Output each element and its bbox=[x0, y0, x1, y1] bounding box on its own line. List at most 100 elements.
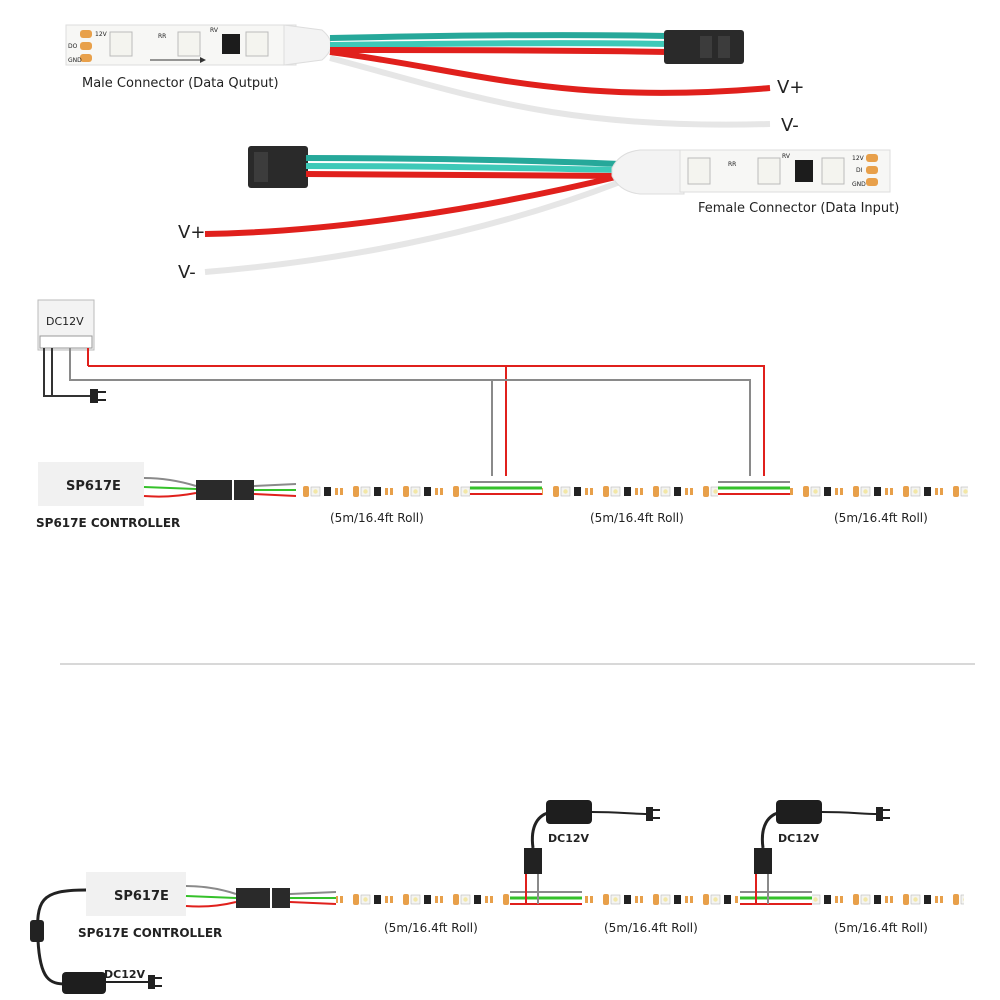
female-connector-assembly: 12V DI GND RR RV Female Connector (Data … bbox=[178, 146, 899, 283]
adapter-label: DC12V bbox=[778, 832, 820, 845]
controller-box-label: SP617E bbox=[66, 479, 121, 494]
roll-label: (5m/16.4ft Roll) bbox=[604, 921, 698, 935]
wire-red-out bbox=[289, 901, 337, 905]
led-strip-run bbox=[296, 476, 968, 500]
controller-caption: SP617E CONTROLLER bbox=[36, 516, 180, 530]
led-strip-run bbox=[336, 886, 964, 910]
led-chip bbox=[687, 157, 711, 185]
dc-jack bbox=[754, 848, 772, 874]
solder-pad bbox=[866, 166, 878, 174]
diagram-distributed-power: SP617E SP617E CONTROLLER DC12V bbox=[30, 800, 964, 994]
solder-pad bbox=[80, 54, 92, 62]
plug-icon bbox=[90, 389, 98, 403]
ac-cord bbox=[821, 811, 879, 815]
adapter-label: DC12V bbox=[548, 832, 590, 845]
vplus-label-top: V+ bbox=[777, 77, 804, 98]
wire-gray-ctrl bbox=[185, 885, 237, 895]
strip-joint bbox=[510, 886, 582, 910]
wire-gray-ctrl bbox=[143, 477, 197, 487]
led-chip bbox=[109, 31, 133, 57]
dc-jack bbox=[524, 848, 542, 874]
vminus-label-top: V- bbox=[781, 115, 799, 136]
controller-caption: SP617E CONTROLLER bbox=[78, 926, 222, 940]
wire-red-ctrl bbox=[143, 492, 197, 498]
ic-chip bbox=[795, 160, 813, 182]
chip-label-rr: RR bbox=[728, 161, 736, 168]
plug-icon bbox=[148, 975, 155, 989]
wire-gray-out bbox=[253, 483, 297, 487]
chip-label-rv: RV bbox=[782, 153, 791, 160]
diagram-central-power: DC12V SP617E SP617E CONTROLLER bbox=[36, 299, 968, 530]
solder-pad bbox=[80, 42, 92, 50]
pad-label-di: DI bbox=[856, 167, 863, 174]
strip-joint bbox=[740, 886, 812, 910]
vplus-label-bottom: V+ bbox=[178, 222, 205, 243]
heat-shrink-sleeve bbox=[611, 149, 685, 195]
solder-pad bbox=[80, 30, 92, 38]
wire-red-lead bbox=[329, 49, 771, 96]
pad-label-12v: 12V bbox=[852, 155, 865, 162]
wire-green bbox=[305, 163, 621, 173]
wire-red-ctrl bbox=[185, 901, 237, 908]
plug-icon bbox=[876, 807, 883, 821]
solder-pad bbox=[866, 154, 878, 162]
controller-box-label: SP617E bbox=[114, 889, 169, 904]
controller-box bbox=[38, 462, 144, 506]
wire-green bbox=[329, 40, 669, 48]
wire-red-out bbox=[253, 493, 297, 497]
female-plug-pin bbox=[254, 152, 268, 182]
chip-label-rr: RR bbox=[158, 33, 166, 40]
wire-teal bbox=[305, 155, 621, 167]
connector-plug bbox=[272, 888, 290, 908]
male-plug-pin bbox=[718, 36, 730, 58]
wire-teal bbox=[329, 32, 669, 41]
terminal-block bbox=[39, 335, 93, 349]
power-adapter-2: DC12V bbox=[754, 800, 890, 904]
power-supply-label: DC12V bbox=[46, 315, 84, 328]
vminus-label-bottom: V- bbox=[178, 262, 196, 283]
wire-red-lead bbox=[204, 173, 621, 237]
male-connector-caption: Male Connector (Data Qutput) bbox=[82, 76, 279, 91]
strip-joint bbox=[718, 476, 790, 500]
wire-gray-bus bbox=[69, 348, 751, 488]
wire-white-lead bbox=[204, 179, 622, 275]
ac-cord bbox=[43, 348, 96, 397]
connector-plug bbox=[236, 888, 270, 908]
led-chip bbox=[757, 157, 781, 185]
strip-segment-female bbox=[679, 149, 891, 193]
roll-label: (5m/16.4ft Roll) bbox=[834, 511, 928, 525]
pad-label-12v: 12V bbox=[95, 31, 108, 38]
led-chip bbox=[245, 31, 269, 57]
wire-gray-out bbox=[289, 891, 337, 895]
power-adapter-1: DC12V bbox=[524, 800, 660, 904]
wire-red bbox=[305, 171, 621, 179]
ac-cord bbox=[591, 811, 649, 815]
male-connector-assembly: 12V DO GND RR RV Male Connector (Data Qu… bbox=[65, 24, 804, 136]
plug-icon bbox=[646, 807, 653, 821]
led-chip bbox=[821, 157, 845, 185]
connector-plug bbox=[234, 480, 254, 500]
pad-label-gnd: GND bbox=[852, 181, 866, 188]
male-plug-pin bbox=[700, 36, 712, 58]
strip-joint bbox=[470, 476, 542, 500]
led-chip bbox=[177, 31, 201, 57]
roll-label: (5m/16.4ft Roll) bbox=[834, 921, 928, 935]
roll-label: (5m/16.4ft Roll) bbox=[384, 921, 478, 935]
wire-green-ctrl bbox=[143, 486, 197, 490]
wire-red-bus bbox=[88, 365, 765, 488]
direction-arrowhead bbox=[200, 57, 206, 63]
roll-label: (5m/16.4ft Roll) bbox=[330, 511, 424, 525]
ic-chip bbox=[222, 34, 240, 54]
wire-green-ctrl bbox=[185, 895, 237, 899]
connector-plug bbox=[196, 480, 232, 500]
solder-pad bbox=[866, 178, 878, 186]
inline-switch bbox=[30, 920, 44, 942]
heat-shrink-sleeve bbox=[283, 24, 332, 66]
adapter-brick bbox=[776, 800, 822, 824]
controller-box bbox=[86, 872, 186, 916]
adapter-brick bbox=[546, 800, 592, 824]
roll-label: (5m/16.4ft Roll) bbox=[590, 511, 684, 525]
female-connector-caption: Female Connector (Data Input) bbox=[698, 201, 899, 216]
power-adapter-main bbox=[62, 972, 106, 994]
